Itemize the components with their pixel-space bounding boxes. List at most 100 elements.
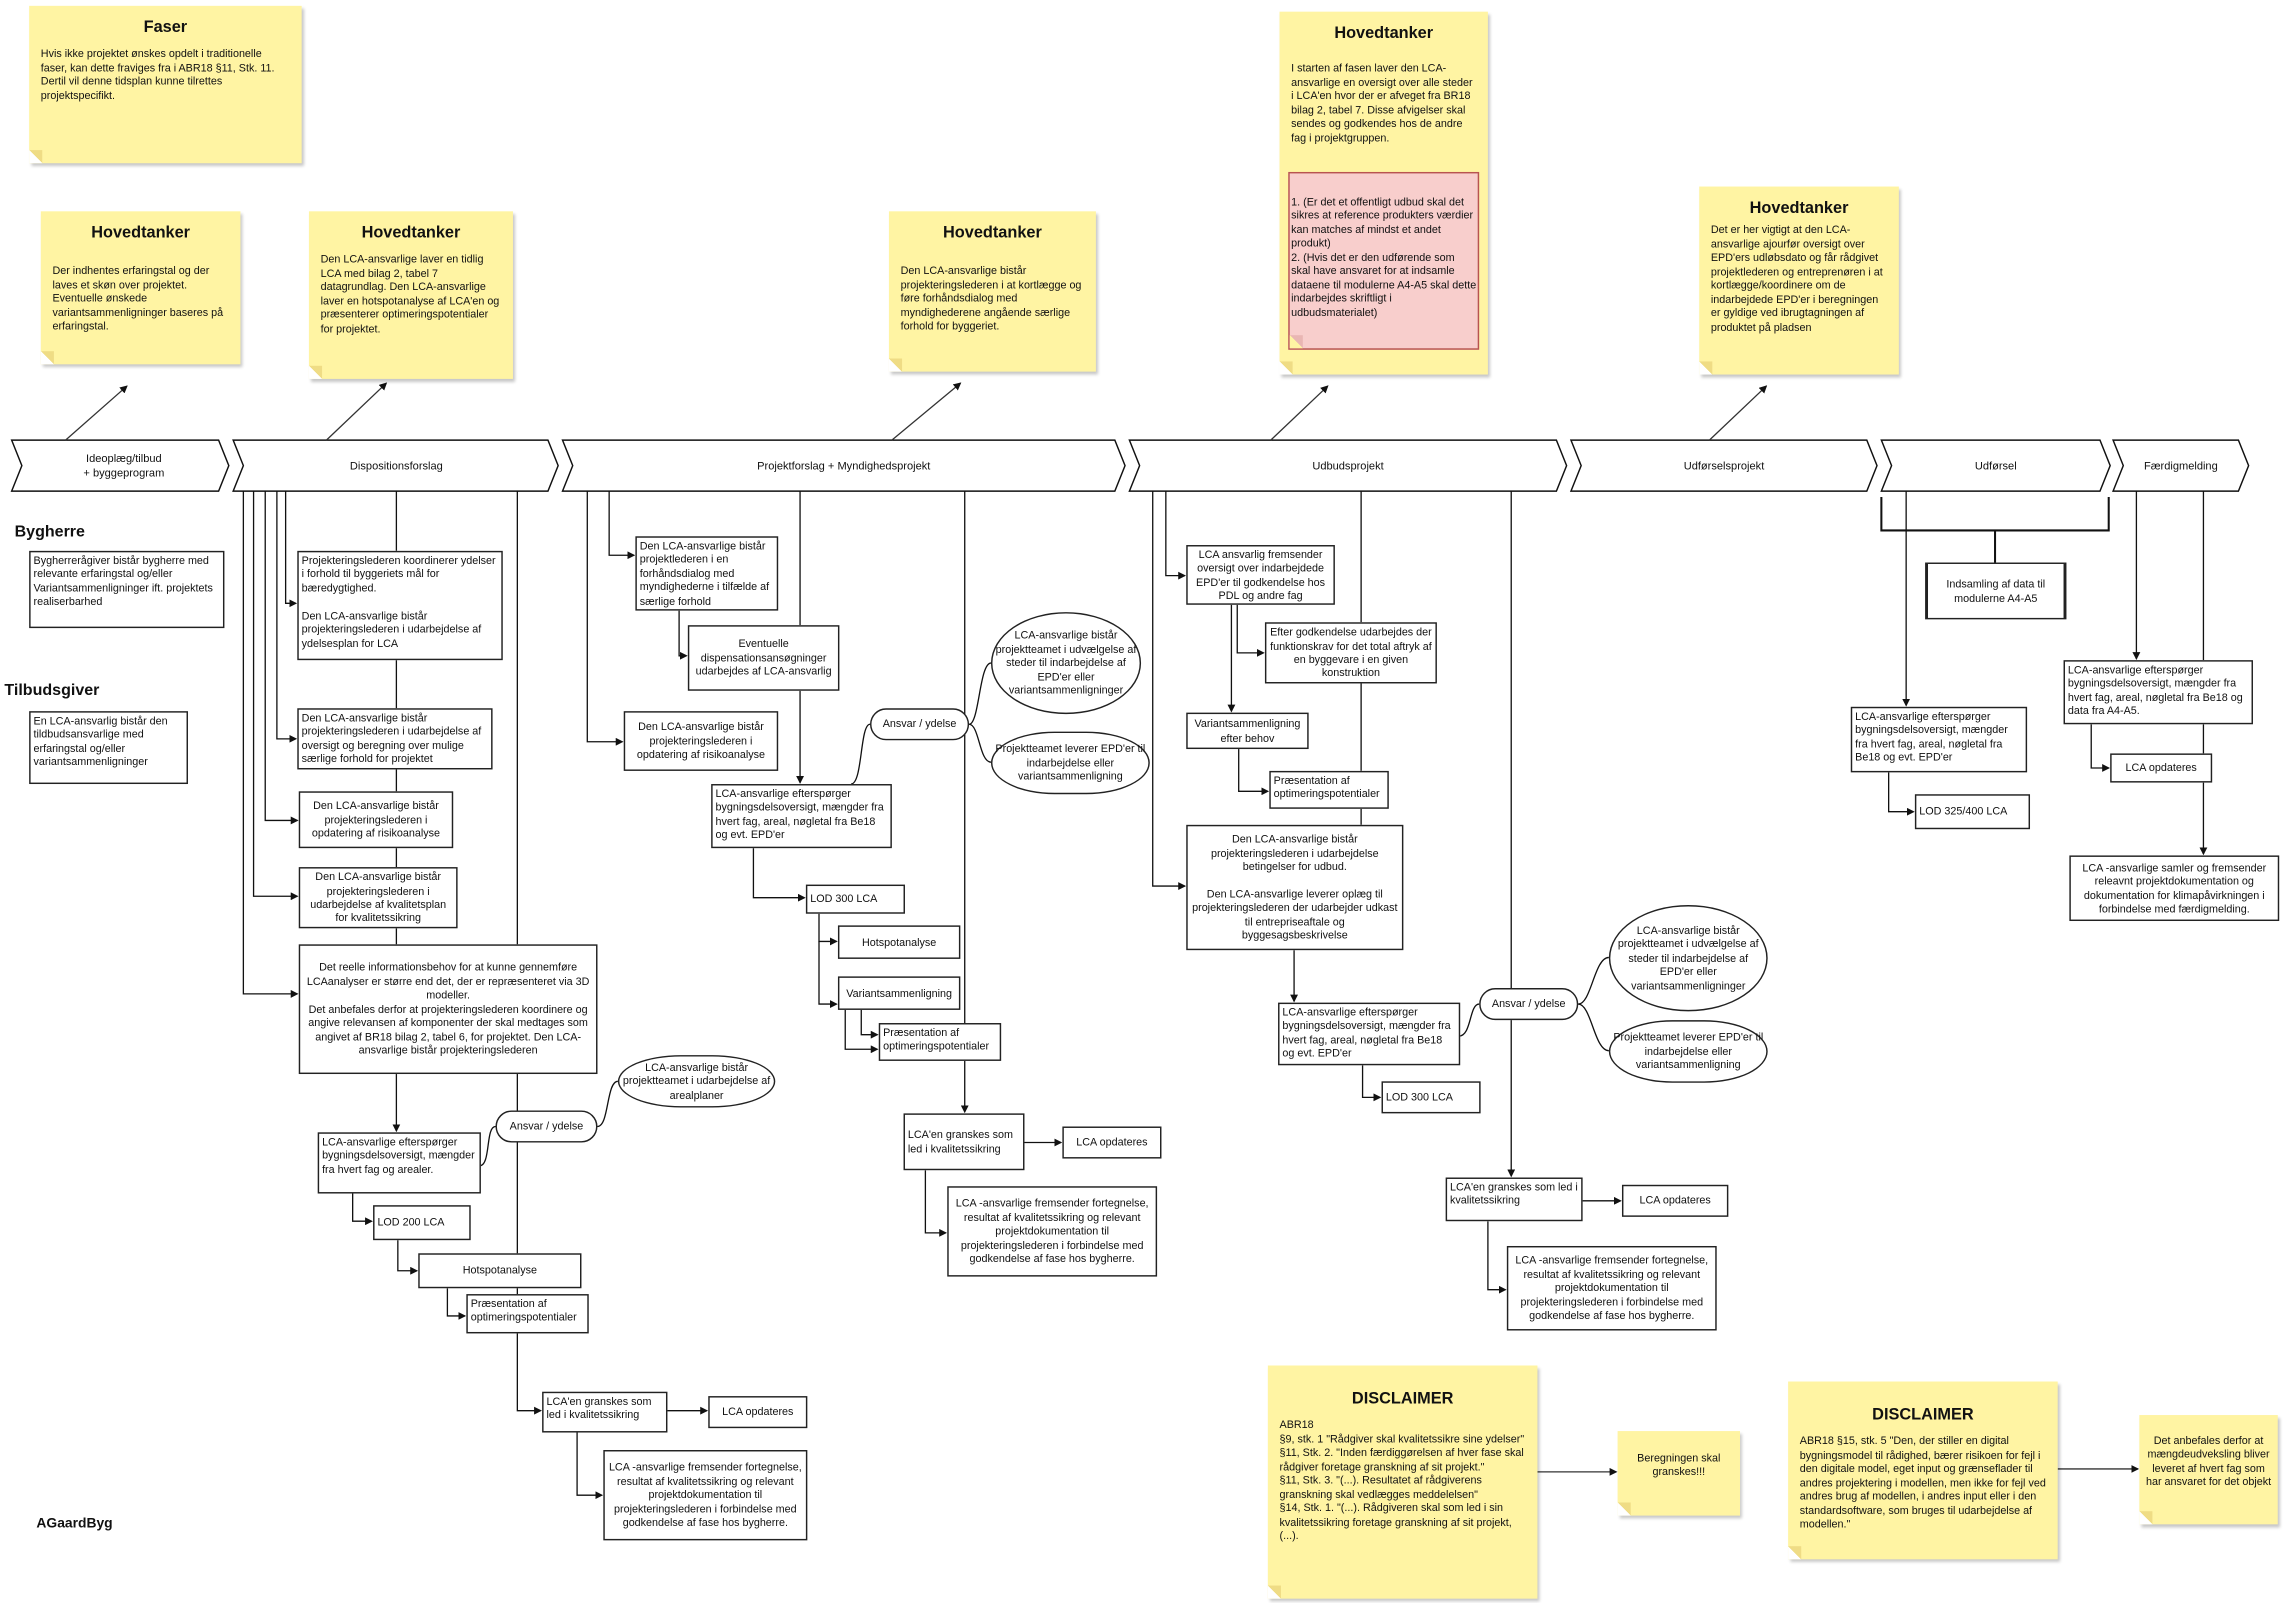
responsibility-bubble: Projektteamet leverer EPD'er til indarbe… [990,731,1150,795]
note-text: Beregningen skal granskes!!! [1637,1450,1721,1478]
role-box-tilbudsgiver: En LCA-ansvarlig bistår den tildbudsansv… [29,711,188,785]
role-label-bygherre: Bygherre [14,523,85,541]
lod-box: LOD 300 LCA [805,884,905,914]
submit-box: LCA -ansvarlige fremsender fortegnelse, … [947,1186,1158,1277]
task-box: Den LCA-ansvarlige bistår projekteringsl… [623,711,779,771]
responsibility-bubble: Projektteamet leverer EPD'er til indarbe… [1608,1020,1768,1083]
responsibility-pill: Ansvar / ydelse [495,1110,598,1143]
note-title: DISCLAIMER [1351,1390,1454,1408]
variant-box: Variantsammenligning [837,976,961,1010]
update-box: LCA opdateres [708,1396,808,1429]
chevron-3 [561,439,1126,492]
note-warning: 1. (Er det et offentligt udbud skal det … [1288,171,1480,350]
phase-chevrons [10,439,2250,492]
note-title: Faser [143,18,188,37]
responsibility-pill: Ansvar / ydelse [1479,988,1579,1021]
responsibility-pill: Ansvar / ydelse [870,708,970,741]
presentation-box: Præsentation af optimeringspotentialer [466,1294,589,1334]
submit-box: LCA -ansvarlige samler og fremsender rel… [2069,855,2280,922]
task-box: Den LCA-ansvarlige bistår projekteringsl… [298,791,454,849]
task-box: LCA-ansvarlige efterspørger bygningsdels… [2063,660,2253,725]
chevron-5 [1569,439,1878,492]
submit-box: LCA -ansvarlige fremsender fortegnelse, … [603,1450,808,1541]
task-box: Den LCA-ansvarlige bistår projekteringsl… [297,708,493,770]
task-box: LCA-ansvarlige efterspørger bygningsdels… [711,784,892,849]
task-box: Den LCA-ansvarlige bistår projekteringsl… [1186,824,1404,951]
note-anbefaling: Det anbefales derfor at mængdeudveksling… [2139,1415,2278,1525]
chevron-1 [10,439,230,492]
task-box: LCA-ansvarlige efterspørger bygningsdels… [1278,1002,1461,1066]
task-box: Den LCA-ansvarlige bistår projekteringsl… [298,867,458,929]
task-box: LCA-ansvarlige efterspørger bygningsdels… [317,1132,481,1194]
task-box: LCA-ansvarlige efterspørger bygningsdels… [1850,706,2028,773]
task-box: Projekteringslederen koordinerer ydelser… [297,550,503,661]
phase-udbudsprojekt[interactable]: Udbudsprojekt [1312,458,1384,472]
responsibility-bubble: LCA-ansvarlige bistår projektteamet i ud… [617,1055,776,1108]
role-label-tilbudsgiver: Tilbudsgiver [4,682,100,700]
phase-udforselsprojekt[interactable]: Udførselsprojekt [1683,458,1765,472]
note-warning-text: 1. (Er det et offentligt udbud skal det … [1291,195,1477,319]
note-arrows [65,382,2140,1476]
hotspot-box: Hotspotanalyse [837,925,961,959]
presentation-box: Præsentation af optimeringspotentialer [1269,770,1389,809]
lod-box: LOD 325/400 LCA [1914,794,2031,830]
note-hovedtanker-udbud: Hovedtanker I starten af fasen laver den … [1279,11,1488,375]
task-box: Eventuelle dispensationsansøgninger udar… [687,625,840,691]
chevron-7 [2112,439,2250,492]
note-text: ABR18 §9, stk. 1 "Rådgiver skal kvalitet… [1279,1418,1525,1542]
review-box: LCA'en granskes som led i kvalitetssikri… [1445,1177,1583,1222]
note-text: Det er her vigtigt at den LCA-ansvarlige… [1710,223,1883,334]
role-box-bygherre: Bygherrerågiver bistår bygherre med rele… [29,550,225,629]
note-title: Hovedtanker [943,224,1042,242]
update-box: LCA opdateres [1621,1184,1729,1217]
note-text: Den LCA-ansvarlige bistår projekteringsl… [900,264,1082,333]
note-text: Der indhentes erfaringstal og der laves … [52,264,224,333]
chevron-2 [232,439,559,492]
phase-ideoplaeg[interactable]: Ideoplæg/tilbud + byggeprogram [83,451,165,479]
review-box: LCA'en granskes som led i kvalitetssikri… [542,1391,668,1433]
note-text: Det anbefales derfor at mængdeudveksling… [2145,1433,2272,1488]
task-box: Den LCA-ansvarlige bistår projektlederen… [635,536,779,611]
note-text: ABR18 §15, stk. 5 "Den, der stiller en d… [1799,1434,2046,1531]
chevron-4 [1128,439,1568,492]
update-box: LCA opdateres [1062,1126,1162,1159]
note-title: Hovedtanker [361,224,461,242]
hotspot-box: Hotspotanalyse [418,1253,582,1289]
note-disclaimer-2: DISCLAIMER ABR18 §15, stk. 5 "Den, der st… [1788,1381,2058,1560]
note-title: Hovedtanker [1749,199,1849,218]
task-box: Efter godkendelse udarbejdes der funktio… [1264,622,1437,684]
review-box: LCA'en granskes som led i kvalitetssikri… [903,1113,1025,1171]
variant-box: Variantsammenligning efter behov [1186,712,1309,750]
note-title: Hovedtanker [1334,24,1434,43]
chevron-6 [1880,439,2111,492]
phase-faerdigmelding[interactable]: Færdigmelding [2143,458,2218,472]
lod-box: LOD 200 LCA [373,1205,471,1241]
phase-dispositionsforslag[interactable]: Dispositionsforslag [349,458,443,472]
flow-lines [242,491,2203,1500]
phase-projektforslag[interactable]: Projektforslag + Myndighedsprojekt [757,458,931,472]
presentation-box: Præsentation af optimeringspotentialer [878,1023,1002,1061]
update-box: LCA opdateres [2110,753,2213,783]
responsibility-bubble: LCA-ansvarlige bistår projektteamet i ud… [1608,904,1768,1012]
responsibility-bubble: LCA-ansvarlige bistår projektteamet i ud… [990,612,1142,715]
task-box: LCA ansvarlig fremsender oversigt over i… [1186,545,1335,605]
note-text: I starten af fasen laver den LCA-ansvarl… [1291,61,1473,144]
note-text: Hvis ikke projektet ønskes opdelt i trad… [40,47,275,102]
phase-udforsel[interactable]: Udførsel [1974,458,2017,472]
note-text: Den LCA-ansvarlige laver en tidlig LCA m… [320,252,500,335]
lod-box: LOD 300 LCA [1381,1081,1481,1114]
submit-box: LCA -ansvarlige fremsender fortegnelse, … [1506,1245,1717,1331]
note-title: DISCLAIMER [1872,1406,1974,1424]
brand-label: AGaardByg [36,1515,113,1532]
note-disclaimer-1: DISCLAIMER ABR18 §9, stk. 1 "Rådgiver ska… [1267,1365,1538,1599]
note-title: Hovedtanker [91,224,191,242]
task-box: Det reelle informationsbehov for at kunn… [298,944,598,1075]
subprocess-box: Indsamling af data til modulerne A4-A5 [1925,562,2067,620]
